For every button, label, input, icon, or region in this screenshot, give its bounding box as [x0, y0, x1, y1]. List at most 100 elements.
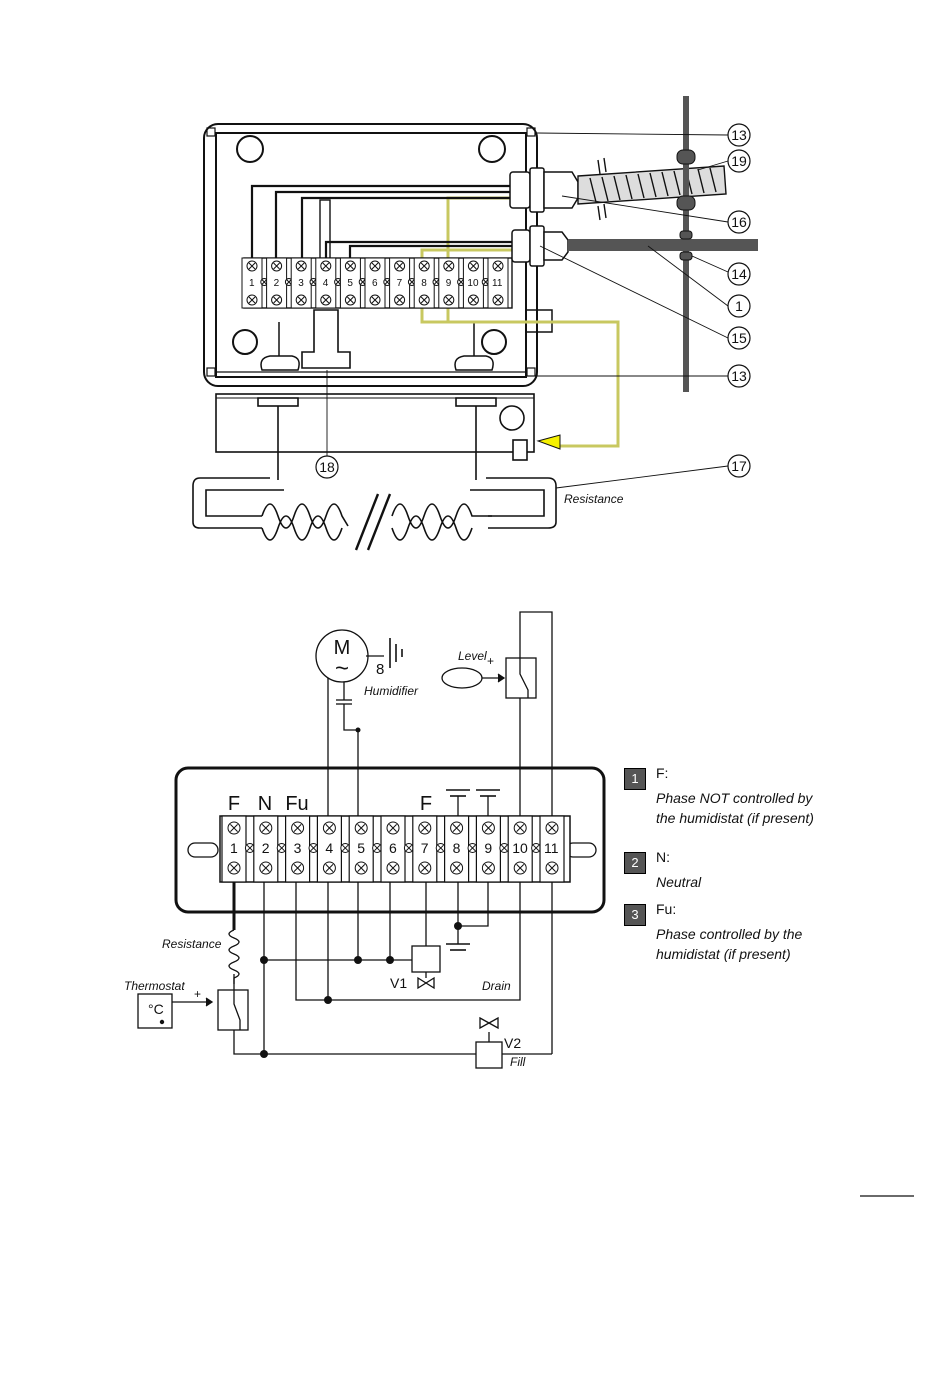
- cable-glands: [510, 168, 578, 266]
- schematic-terminal-number: 4: [325, 840, 333, 856]
- terminal-screw-icon: [247, 295, 257, 305]
- callout-marker: 16: [728, 211, 750, 233]
- sensor-holder: [302, 310, 350, 368]
- terminal-screw-icon: [355, 822, 367, 834]
- schematic-terminal: 11: [540, 816, 564, 882]
- cable-tie-14-bottom: [680, 252, 692, 260]
- schematic-terminal-number: 11: [544, 840, 559, 856]
- terminal-letter-2: N: [258, 793, 272, 815]
- callout-number: 13: [731, 127, 747, 143]
- top-terminal-list: 1234567891011: [242, 258, 508, 308]
- top-terminal-number: 5: [347, 278, 353, 289]
- terminal-screw-icon: [292, 862, 304, 874]
- junction-dots: [160, 728, 462, 1059]
- legend-number-box: 3: [624, 904, 646, 926]
- thermostat-arrow-head: [206, 998, 212, 1006]
- schematic-terminal-number: 5: [357, 840, 365, 856]
- terminal-screw-icon: [514, 822, 526, 834]
- schematic-terminal-number: 10: [512, 840, 528, 856]
- capacitor-lead: [344, 704, 358, 818]
- callout-marker: 13: [728, 124, 750, 146]
- callout-number: 17: [731, 458, 747, 474]
- element-flange-left: [258, 398, 298, 406]
- level-plus: +: [487, 654, 494, 668]
- callout-number: 14: [731, 266, 747, 282]
- gland-bottom-nut: [512, 230, 530, 262]
- callout-marker: 17: [728, 455, 750, 477]
- bridge-screw-icon: [277, 844, 286, 853]
- terminal-screw-icon: [345, 295, 355, 305]
- terminal-screw-icon: [493, 261, 503, 271]
- schematic-terminal-number: 2: [262, 840, 270, 856]
- terminal-screw-icon: [370, 261, 380, 271]
- terminal-screw-icon: [247, 261, 257, 271]
- legend-number-box: 1: [624, 768, 646, 790]
- top-terminal-number: 10: [467, 278, 479, 289]
- legend-description: Phase controlled by thehumidistat (if pr…: [656, 924, 802, 964]
- terminal-screw-icon: [514, 862, 526, 874]
- terminal-letter-1: F: [228, 793, 240, 815]
- callout-number: 16: [731, 214, 747, 230]
- terminal-screw-icon: [323, 862, 335, 874]
- v2-valve-symbol: [480, 1018, 498, 1028]
- thermostat-contact: [234, 990, 240, 1030]
- legend-description: Phase NOT controlled bythe humidistat (i…: [656, 788, 814, 828]
- terminal-screw-icon: [272, 261, 282, 271]
- drain-label: Drain: [482, 979, 511, 993]
- v2-coil: [476, 1042, 502, 1068]
- top-terminal-number: 3: [298, 278, 304, 289]
- cable-tie-14-top: [680, 231, 692, 239]
- bridge-screw-icon: [245, 844, 254, 853]
- leader-17: [556, 466, 728, 488]
- bottom-terminal-list: 1234567891011: [222, 816, 564, 882]
- top-terminal-number: 7: [397, 278, 403, 289]
- terminal-screw-icon: [482, 822, 494, 834]
- terminal-screw-icon: [296, 295, 306, 305]
- callout-number: 1: [735, 298, 743, 314]
- bridge-screw-icon: [532, 844, 541, 853]
- flexible-conduit: [578, 158, 726, 220]
- terminal-screw-icon: [321, 295, 331, 305]
- terminal-screw-icon: [419, 261, 429, 271]
- legend-description: Neutral: [656, 872, 701, 892]
- terminal-screw-icon: [468, 295, 478, 305]
- element-flange-right: [456, 398, 496, 406]
- heating-resistance: [193, 478, 556, 550]
- terminal-screw-icon: [387, 822, 399, 834]
- schematic-terminal-number: 6: [389, 840, 397, 856]
- top-terminal-number: 4: [323, 278, 329, 289]
- schematic-terminal-number: 9: [484, 840, 492, 856]
- heater-plate-knob: [500, 406, 524, 430]
- level-switch-contact: [520, 658, 528, 698]
- dot-n-960: [260, 956, 268, 964]
- panel-slot-left: [188, 843, 218, 857]
- callout-marker: 15: [728, 327, 750, 349]
- dot-capacitor: [356, 728, 361, 733]
- terminal-letter-7: F: [420, 793, 432, 815]
- terminal-screw-icon: [228, 862, 240, 874]
- wire-thermo-bottom: [234, 1030, 476, 1054]
- callout-number: 13: [731, 368, 747, 384]
- terminal-screw-icon: [292, 822, 304, 834]
- terminal-screw-icon: [546, 862, 558, 874]
- motor-symbol: ~: [335, 655, 349, 682]
- legend-description-line: Phase NOT controlled by: [656, 788, 814, 808]
- gland-bottom-cone: [544, 232, 568, 260]
- leader-14: [692, 256, 728, 272]
- terminal-screw-icon: [387, 862, 399, 874]
- corner-screw-tl: [237, 136, 263, 162]
- level-label: Level: [458, 649, 487, 663]
- corner-screw-tr: [479, 136, 505, 162]
- legend-description-line: humidistat (if present): [656, 944, 802, 964]
- terminal-screw-icon: [451, 822, 463, 834]
- legend-description-line: Phase controlled by the: [656, 924, 802, 944]
- legend-heading: N:: [656, 849, 670, 865]
- terminal-screw-icon: [345, 261, 355, 271]
- wire-t9-to-8: [458, 880, 488, 926]
- terminal-screw-icon: [321, 261, 331, 271]
- bridge-screw-icon: [341, 844, 350, 853]
- level-float: [442, 668, 482, 688]
- thermostat-label: Thermostat: [124, 979, 185, 993]
- legend-number-box: 2: [624, 852, 646, 874]
